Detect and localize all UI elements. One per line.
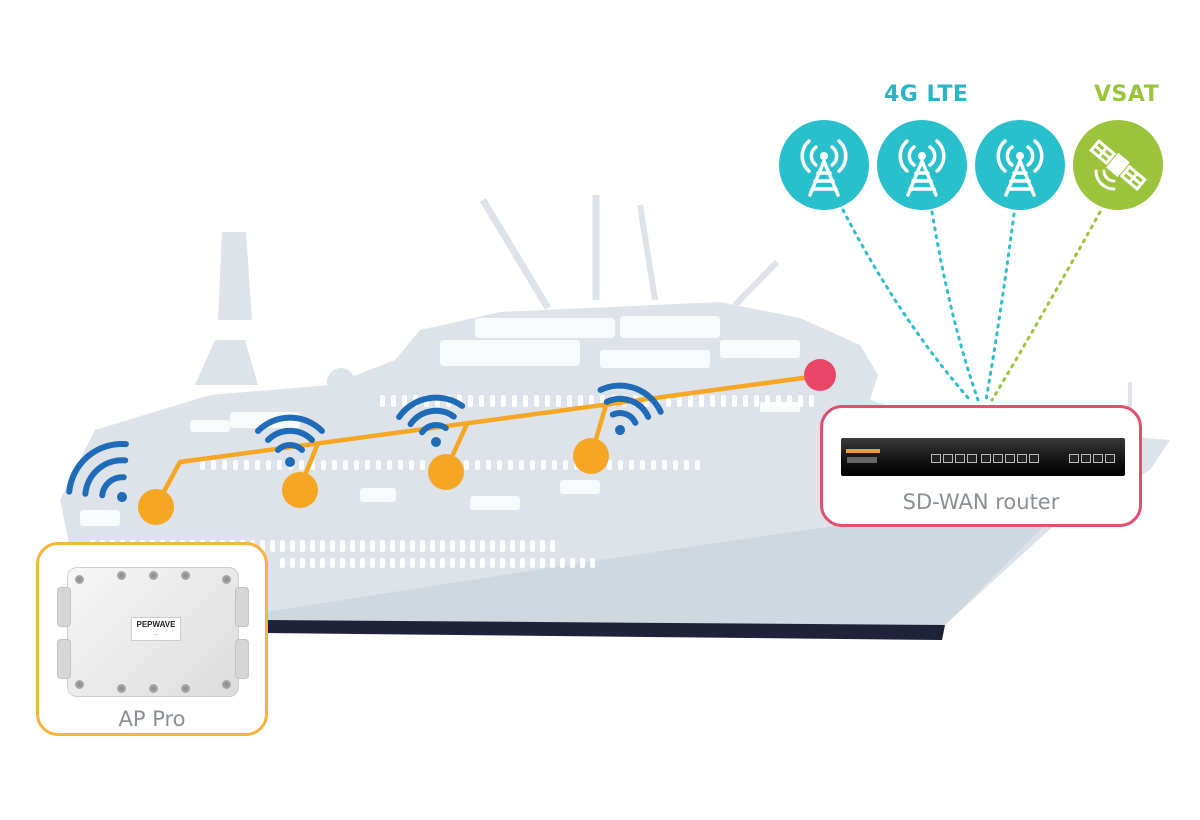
ap-pro-card: PEPWAVE— AP Pro	[36, 542, 268, 736]
ethernet-port	[955, 454, 965, 463]
ethernet-port	[1081, 454, 1091, 463]
cell-tower-icon	[779, 120, 869, 210]
cell-tower-icon	[975, 120, 1065, 210]
ap-node	[138, 489, 174, 525]
ethernet-port	[967, 454, 977, 463]
satellite-icon	[1073, 120, 1163, 210]
pepwave-logo: PEPWAVE—	[131, 617, 181, 641]
ap-caption: AP Pro	[118, 707, 186, 731]
sd-wan-router-card: SD-WAN router	[820, 405, 1142, 527]
ethernet-port	[981, 454, 991, 463]
router-node	[804, 359, 836, 391]
ap-pro-hardware: PEPWAVE—	[57, 567, 249, 697]
ethernet-port	[943, 454, 953, 463]
lte-label: 4G LTE	[884, 82, 969, 107]
ethernet-port	[993, 454, 1003, 463]
wifi-signal-icon	[597, 382, 664, 435]
cruise-ship	[60, 195, 1170, 640]
ethernet-port	[1069, 454, 1079, 463]
router-caption: SD-WAN router	[902, 490, 1060, 514]
ethernet-port	[1093, 454, 1103, 463]
access-point-nodes	[138, 438, 609, 525]
wifi-signal-icon	[66, 440, 129, 502]
ethernet-port	[1029, 454, 1039, 463]
uplink-lines	[841, 208, 1102, 402]
ap-node	[573, 438, 609, 474]
cell-tower-icon	[877, 120, 967, 210]
ethernet-port	[931, 454, 941, 463]
wifi-signal-icon	[255, 414, 325, 467]
vsat-label: VSAT	[1094, 82, 1160, 107]
ap-node	[428, 454, 464, 490]
ethernet-port	[1005, 454, 1015, 463]
ethernet-port	[1105, 454, 1115, 463]
wifi-signal-icon	[396, 394, 466, 447]
ap-node	[282, 472, 318, 508]
ethernet-port	[1017, 454, 1027, 463]
router-hardware	[841, 438, 1125, 476]
